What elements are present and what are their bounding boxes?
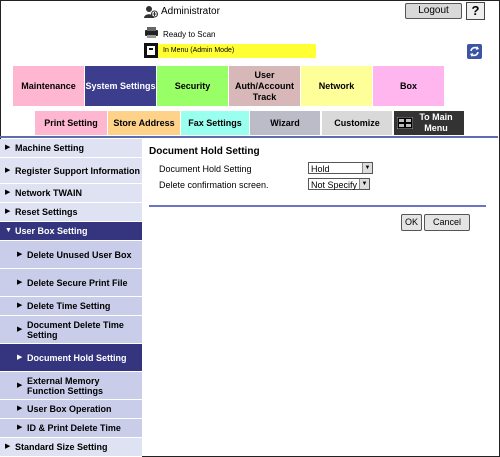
- tab-system-settings[interactable]: System Settings: [85, 66, 156, 106]
- sidebar-item-id-print-delete-time[interactable]: ▶ ID & Print Delete Time: [0, 419, 142, 438]
- sidebar-item-label: User Box Setting: [15, 226, 88, 236]
- delete-confirmation-select[interactable]: Not Specify ▼: [308, 178, 370, 190]
- header-separator: [0, 136, 498, 138]
- page-title: Document Hold Setting: [149, 146, 260, 157]
- sidebar-item-label: Delete Unused User Box: [27, 249, 132, 260]
- document-hold-setting-select[interactable]: Hold ▼: [308, 162, 373, 174]
- admin-user-icon: [144, 6, 158, 18]
- tab-box[interactable]: Box: [373, 66, 444, 106]
- sidebar-item-delete-secure-print-file[interactable]: ▶ Delete Secure Print File: [0, 269, 142, 297]
- refresh-icon[interactable]: [467, 44, 482, 59]
- arrow-right-icon: ▶: [17, 250, 23, 258]
- tab-security[interactable]: Security: [157, 66, 228, 106]
- cancel-button[interactable]: Cancel: [424, 214, 470, 231]
- sidebar-item-user-box-operation[interactable]: ▶ User Box Operation: [0, 400, 142, 419]
- sidebar-item-delete-time-setting[interactable]: ▶ Delete Time Setting: [0, 297, 142, 316]
- tab-print-setting[interactable]: Print Setting: [35, 111, 107, 135]
- sidebar-item-label: Delete Time Setting: [27, 301, 111, 311]
- sidebar-item-standard-size-setting[interactable]: ▶ Standard Size Setting: [0, 438, 142, 457]
- arrow-right-icon: ▶: [5, 443, 11, 450]
- user-name-label: Administrator: [161, 6, 220, 17]
- sidebar-item-label: Document Hold Setting: [27, 352, 127, 363]
- arrow-right-icon: ▶: [17, 381, 23, 389]
- content-divider: [149, 205, 486, 207]
- mode-indicator-bar: [144, 44, 316, 58]
- tab-store-address[interactable]: Store Address: [108, 111, 180, 135]
- arrow-right-icon: ▶: [17, 405, 23, 412]
- device-status-text: Ready to Scan: [163, 30, 216, 39]
- sidebar-item-label: User Box Operation: [27, 404, 112, 414]
- sidebar-item-label: Reset Settings: [15, 207, 78, 217]
- sidebar-item-label: ID & Print Delete Time: [27, 423, 121, 433]
- arrow-right-icon: ▶: [5, 208, 11, 215]
- arrow-right-icon: ▶: [17, 424, 23, 431]
- dropdown-arrow-icon: ▼: [359, 179, 369, 189]
- arrow-right-icon: ▶: [17, 325, 23, 333]
- arrow-right-icon: ▶: [17, 302, 23, 309]
- dropdown-arrow-icon: ▼: [362, 163, 372, 173]
- arrow-right-icon: ▶: [5, 166, 11, 174]
- sidebar-item-register-support-information[interactable]: ▶ Register Support Information: [0, 158, 142, 184]
- arrow-right-icon: ▶: [5, 189, 11, 196]
- sidebar-item-label: Machine Setting: [15, 143, 85, 153]
- sidebar-item-reset-settings[interactable]: ▶ Reset Settings: [0, 203, 142, 222]
- logout-button[interactable]: Logout: [405, 3, 462, 19]
- admin-mode-icon: [144, 43, 158, 58]
- tab-divider: [13, 106, 486, 107]
- tab-to-main-menu[interactable]: To Main Menu: [394, 111, 464, 135]
- mode-text: In Menu (Admin Mode): [163, 47, 235, 54]
- sidebar-item-label: Register Support Information: [15, 165, 141, 176]
- sidebar-item-delete-unused-user-box[interactable]: ▶ Delete Unused User Box: [0, 241, 142, 269]
- select-value: Hold: [311, 164, 330, 174]
- tab-user-auth-account-track[interactable]: User Auth/Account Track: [229, 66, 300, 106]
- delete-confirmation-label: Delete confirmation screen.: [159, 180, 269, 190]
- sidebar-item-label: Delete Secure Print File: [27, 277, 128, 288]
- arrow-down-icon: ▼: [5, 227, 12, 234]
- sidebar-item-label: Standard Size Setting: [15, 442, 108, 452]
- tab-customize[interactable]: Customize: [322, 111, 392, 135]
- sidebar-item-machine-setting[interactable]: ▶ Machine Setting: [0, 139, 142, 158]
- tab-network[interactable]: Network: [301, 66, 372, 106]
- tab-wizard[interactable]: Wizard: [250, 111, 320, 135]
- tab-maintenance[interactable]: Maintenance: [13, 66, 84, 106]
- arrow-right-icon: ▶: [17, 353, 23, 361]
- sidebar-item-network-twain[interactable]: ▶ Network TWAIN: [0, 184, 142, 203]
- printer-status-icon: [145, 27, 158, 38]
- sidebar-item-external-memory-function-settings[interactable]: ▶ External Memory Function Settings: [0, 372, 142, 400]
- sidebar-item-label: Document Delete Time Setting: [27, 319, 124, 340]
- ok-button[interactable]: OK: [401, 214, 422, 231]
- tab-fax-settings[interactable]: Fax Settings: [181, 111, 249, 135]
- select-value: Not Specify: [311, 180, 358, 190]
- sidebar-item-user-box-setting[interactable]: ▼ User Box Setting: [0, 222, 142, 241]
- sidebar-item-label: Network TWAIN: [15, 188, 83, 198]
- sidebar-item-label: External Memory Function Settings: [27, 375, 103, 396]
- sidebar-menu: ▶ Machine Setting ▶ Register Support Inf…: [0, 139, 142, 457]
- sidebar-item-document-hold-setting[interactable]: ▶ Document Hold Setting: [0, 344, 142, 372]
- main-menu-label: To Main Menu: [419, 112, 453, 133]
- document-hold-setting-label: Document Hold Setting: [159, 164, 252, 174]
- help-button[interactable]: ?: [466, 2, 485, 20]
- arrow-right-icon: ▶: [17, 278, 23, 286]
- main-menu-icon: [397, 117, 413, 129]
- sidebar-item-document-delete-time-setting[interactable]: ▶ Document Delete Time Setting: [0, 316, 142, 344]
- arrow-right-icon: ▶: [5, 144, 11, 151]
